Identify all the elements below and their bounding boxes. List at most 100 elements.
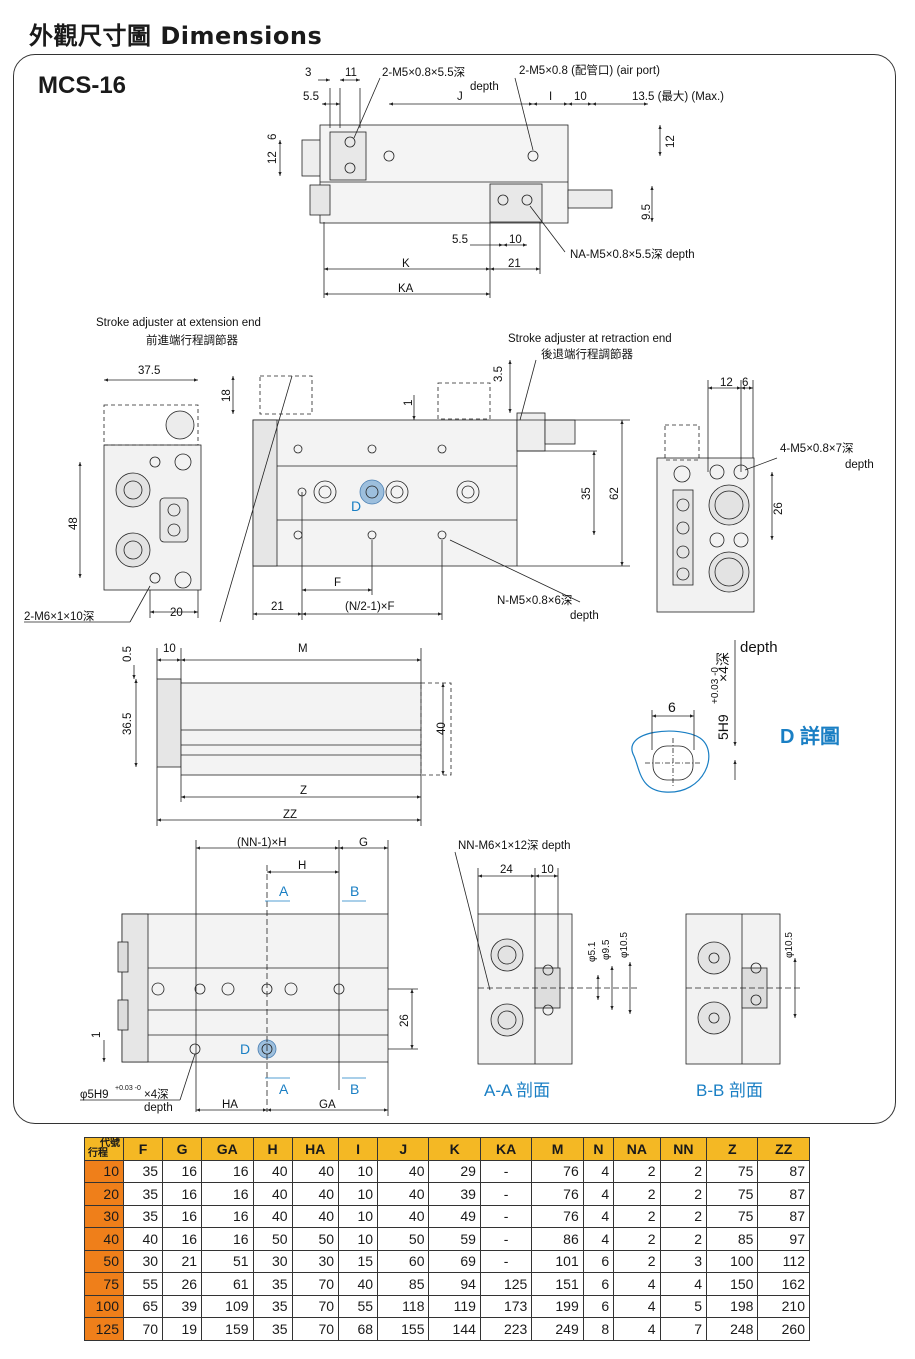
table-cell: 6 (582, 1294, 615, 1318)
dim-J: J (457, 91, 463, 103)
dim-6-right: 6 (742, 377, 748, 389)
table-header-ha: HA (291, 1137, 340, 1161)
table-cell: 248 (706, 1317, 759, 1341)
m5-tap-depth: depth (845, 459, 874, 471)
detail-dim-6: 6 (668, 699, 676, 715)
table-cell: 51 (201, 1249, 254, 1273)
hole-depth: ×4深 (144, 1087, 169, 1101)
table-cell: 40 (252, 1204, 293, 1228)
drawing-frame (13, 54, 896, 1124)
side-view (132, 648, 452, 826)
table-cell: 3 (659, 1249, 708, 1273)
table-cell: 40 (252, 1159, 293, 1183)
dim-KA: KA (398, 283, 414, 295)
table-cell: 85 (377, 1272, 430, 1296)
table-header-h: H (252, 1137, 293, 1161)
table-cell: 4 (582, 1227, 615, 1251)
table-cell: 2 (659, 1204, 708, 1228)
mark-D-bottom: D (240, 1041, 250, 1057)
top-view (278, 77, 662, 298)
table-cell: 2 (659, 1159, 708, 1183)
table-cell: 151 (531, 1272, 584, 1296)
table-corner: 代號 行程 (84, 1137, 124, 1161)
corner-top-label: 代號 (100, 1138, 120, 1149)
dim-GA: GA (319, 1099, 336, 1111)
table-cell: 4 (582, 1182, 615, 1206)
table-cell: 35 (252, 1294, 293, 1318)
n-tap-depth: depth (570, 610, 599, 622)
table-cell: 70 (291, 1317, 340, 1341)
stroke-cell: 40 (84, 1227, 124, 1251)
table-cell: 76 (531, 1204, 584, 1228)
dim-Z: Z (300, 785, 307, 797)
model-label: MCS-16 (38, 72, 127, 99)
table-header-j: J (377, 1137, 430, 1161)
table-cell: 40 (122, 1227, 164, 1251)
dim-9-5: 9.5 (641, 204, 653, 220)
phi-10-5b: φ10.5 (784, 932, 795, 958)
table-cell: 40 (291, 1204, 340, 1228)
table-cell: 97 (757, 1227, 810, 1251)
table-cell: 40 (377, 1182, 430, 1206)
table-cell: 155 (377, 1317, 430, 1341)
na-tap-label: NA-M5×0.8×5.5深 depth (570, 247, 695, 261)
table-cell: 2 (613, 1227, 661, 1251)
table-cell: - (479, 1249, 533, 1273)
table-cell: 10 (338, 1159, 379, 1183)
dim-18: 18 (221, 389, 233, 402)
dim-1-bottom: 1 (91, 1032, 103, 1038)
sec-A-top: A (279, 883, 289, 899)
table-cell: 15 (338, 1249, 379, 1273)
table-cell: 2 (613, 1159, 661, 1183)
phi-10-5a: φ10.5 (619, 932, 630, 958)
page-title: 外觀尺寸圖 Dimensions (29, 22, 323, 50)
table-cell: 87 (757, 1204, 810, 1228)
table-cell: 50 (377, 1227, 430, 1251)
table-cell: 40 (377, 1159, 430, 1183)
stroke-ext-en: Stroke adjuster at extension end (96, 317, 261, 329)
dim-24: 24 (500, 864, 513, 876)
table-cell: 101 (531, 1249, 584, 1273)
table-cell: 2 (613, 1182, 661, 1206)
table-cell: 61 (201, 1272, 254, 1296)
detail-D (631, 640, 737, 793)
table-cell: - (479, 1227, 533, 1251)
tap-a-depth: depth (470, 81, 499, 93)
table-cell: 94 (428, 1272, 481, 1296)
section-BB-title: B-B 剖面 (696, 1081, 763, 1100)
phi-9-5: φ9.5 (601, 939, 612, 960)
table-cell: 75 (706, 1204, 759, 1228)
dim-HA: HA (222, 1099, 238, 1111)
table-header-z: Z (706, 1137, 759, 1161)
table-cell: 210 (757, 1294, 810, 1318)
airport-label: 2-M5×0.8 (配管口) (air port) (519, 63, 660, 77)
dim-10: 10 (574, 91, 587, 103)
dim-12a: 12 (267, 151, 279, 164)
dim-I: I (549, 91, 552, 103)
table-header-zz: ZZ (757, 1137, 810, 1161)
stroke-cell: 20 (84, 1182, 124, 1206)
hole-label: φ5H9 (80, 1089, 109, 1101)
table-cell: 76 (531, 1182, 584, 1206)
table-cell: 198 (706, 1294, 759, 1318)
table-cell: 16 (201, 1159, 254, 1183)
table-cell: 60 (377, 1249, 430, 1273)
table-header-ga: GA (201, 1137, 254, 1161)
table-cell: 87 (757, 1159, 810, 1183)
nn-tap-label: NN-M6×1×12深 depth (458, 838, 571, 852)
table-cell: 144 (428, 1317, 481, 1341)
sec-B-top: B (350, 883, 359, 899)
table-cell: 87 (757, 1182, 810, 1206)
table-cell: 21 (162, 1249, 203, 1273)
table-header-nn: NN (659, 1137, 708, 1161)
table-cell: 16 (162, 1182, 203, 1206)
table-cell: 223 (479, 1317, 533, 1341)
bottom-view (80, 840, 418, 1116)
table-cell: 55 (122, 1272, 164, 1296)
dim-5-5: 5.5 (303, 91, 319, 103)
